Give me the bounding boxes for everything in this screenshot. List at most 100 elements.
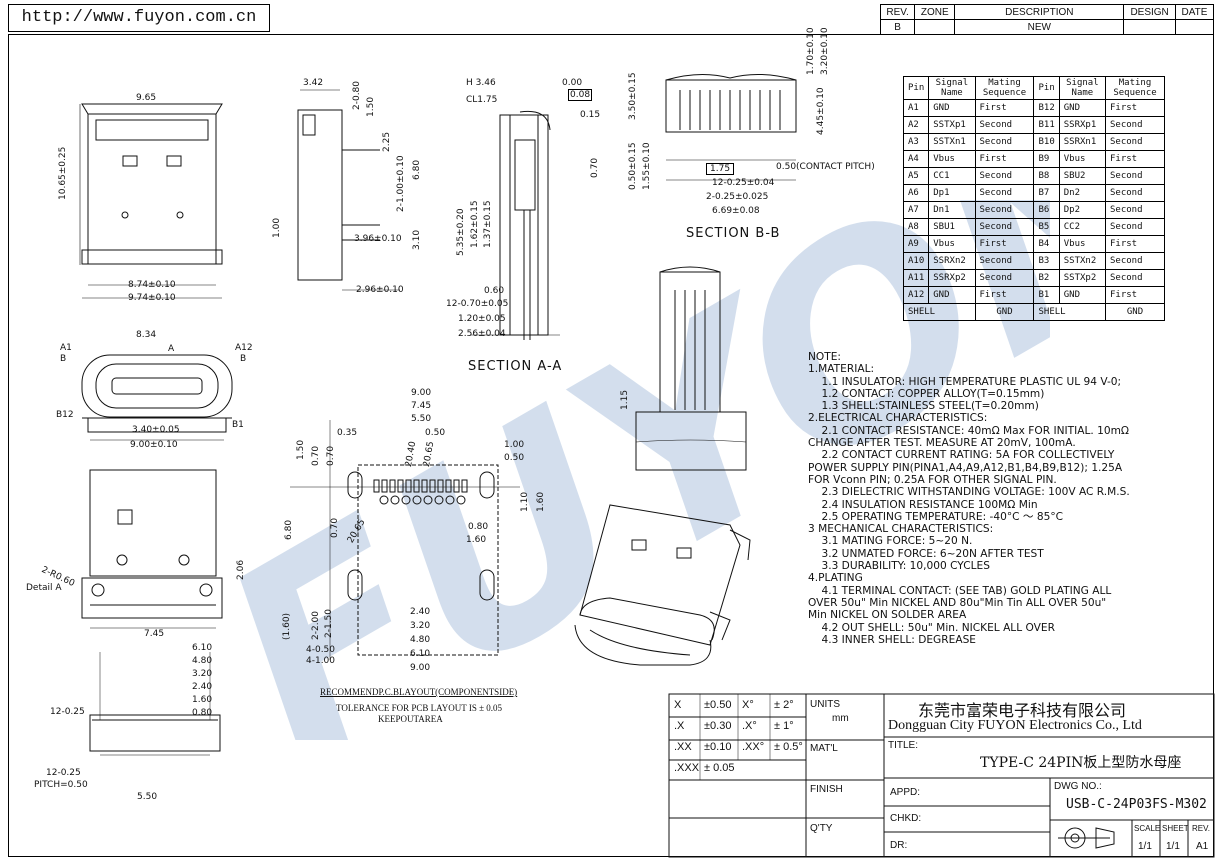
dim-p-4050: 4-0.50 — [306, 645, 336, 655]
dim-bb-445: 4.45±0.10 — [816, 87, 826, 135]
pin-col-header: Pin — [902, 76, 930, 100]
revision-block: REV. ZONE DESCRIPTION DESIGN DATE B NEW — [879, 4, 1215, 35]
dim-side-d3: 2.25 — [382, 131, 392, 152]
dim-side-width: 3.42 — [303, 78, 324, 88]
smt-pad — [413, 479, 420, 493]
dim-front-w1: 8.74±0.10 — [128, 280, 176, 290]
dim-p-320: 3.20 — [410, 621, 431, 631]
dim-m-900: 9.00±0.10 — [130, 440, 178, 450]
vertical-section-view — [635, 266, 747, 471]
smt-pad — [429, 479, 436, 493]
appd-label: APPD: — [890, 787, 921, 798]
dim-side-d5: 6.80 — [412, 159, 422, 180]
title-block-grid — [668, 693, 1215, 858]
dim-side-d8: 1.00 — [272, 217, 282, 238]
dim-p-745: 7.45 — [411, 401, 432, 411]
dim-p-160c: (1.60) — [282, 612, 292, 640]
dim-bb-669: 6.69±0.08 — [712, 206, 760, 216]
dim-p-110: 1.10 — [520, 491, 530, 512]
dim-aa-000: 0.00 — [562, 78, 583, 88]
dim-p-480: 4.80 — [410, 635, 431, 645]
dim-p-150: 1.50 — [296, 439, 306, 460]
dim-bot-206: 2.06 — [236, 559, 246, 580]
dim-s-1225: 12-0.25 — [50, 707, 85, 717]
smt-pad — [461, 479, 468, 493]
dim-p-680: 6.80 — [284, 519, 294, 540]
dim-m-b: B — [60, 354, 67, 364]
note-line: FOR Vconn PIN; 0.25A FOR OTHER SIGNAL PI… — [808, 473, 1057, 486]
note-line: 4.1 TERMINAL CONTACT: (SEE TAB) GOLD PLA… — [808, 584, 1112, 597]
date-value — [1174, 19, 1215, 35]
sheet-label: SHEET — [1162, 824, 1189, 833]
pin-col-header-b: Pin — [1033, 76, 1060, 100]
dim-p-240: 2.40 — [410, 607, 431, 617]
dim-m-b1: B1 — [232, 420, 244, 430]
note-line: 1.2 CONTACT: COPPER ALLOY(T=0.15mm) — [808, 387, 1045, 400]
dim-aa-008: 0.08 — [568, 89, 593, 101]
dim-m-340: 3.40±0.05 — [132, 425, 180, 435]
tolerance-cell: .X — [674, 720, 685, 732]
website-url[interactable]: http://www.fuyon.com.cn — [8, 4, 270, 32]
isometric-view — [574, 504, 751, 666]
dim-s-320: 3.20 — [192, 669, 213, 679]
dim-bb-050: 0.50±0.15 — [628, 142, 638, 190]
note-line: 2.3 DIELECTRIC WITHSTANDING VOLTAGE: 100… — [808, 486, 1130, 499]
matl-label: MAT'L — [810, 743, 838, 754]
dim-aa-137: 1.37±0.15 — [483, 200, 493, 248]
smt-pad — [421, 479, 428, 493]
dim-m-b12: B12 — [56, 410, 74, 420]
tolerance-cell: ±0.10 — [704, 741, 732, 753]
smt-pad — [405, 479, 412, 493]
smt-pad — [445, 479, 452, 493]
note-line: 3.3 DURABILITY: 10,000 CYCLES — [808, 560, 990, 573]
dim-p-900: 9.00 — [411, 388, 432, 398]
through-hole-pad — [401, 495, 411, 505]
dim-side-d6: 3.96±0.10 — [354, 234, 402, 244]
units-value: mm — [832, 713, 849, 724]
through-hole-pad — [379, 495, 389, 505]
dim-m-834: 8.34 — [136, 330, 157, 340]
dim-p-610: 6.10 — [410, 649, 431, 659]
tolerance-cell: ±0.50 — [704, 699, 732, 711]
dim-aa-cl: CL1.75 — [466, 95, 498, 105]
dim-p-160b: 1.60 — [536, 491, 546, 512]
shell-cell: GND — [974, 303, 1035, 321]
qty-label: Q'TY — [810, 823, 833, 834]
dim-side-d7: 2.96±0.10 — [356, 285, 404, 295]
mating-face-view — [81, 354, 233, 441]
dim-p-160: 1.60 — [466, 535, 487, 545]
smt-pad — [381, 479, 388, 493]
dim-aa-070: 0.70 — [590, 157, 600, 178]
note-line: 1.MATERIAL: — [808, 363, 875, 376]
through-hole-pad — [445, 495, 455, 505]
side-view — [297, 89, 400, 291]
tolerance-cell: X° — [742, 699, 754, 711]
dim-bb-2: 2-0.25±0.025 — [706, 192, 769, 202]
dim-side-d9: 3.10 — [412, 229, 422, 250]
title-value: TYPE-C 24PIN板上型防水母座 — [980, 755, 1182, 771]
through-hole-pad — [456, 495, 466, 505]
dim-front-top-width: 9.65 — [136, 93, 157, 103]
dim-aa-256: 2.56±0.04 — [458, 329, 506, 339]
title-label: TITLE: — [888, 740, 919, 751]
rev-label: REV. — [1192, 824, 1210, 833]
dim-p-050b: 0.50 — [504, 453, 525, 463]
scale-value: 1/1 — [1138, 841, 1152, 852]
sheet-value: 1/1 — [1166, 841, 1180, 852]
dim-bb-350: 3.50±0.15 — [628, 72, 638, 120]
dwg-no-label: DWG NO.: — [1054, 781, 1102, 792]
dim-m-a12: A12 — [235, 343, 253, 353]
dim-bb-175: 1.75 — [706, 163, 735, 175]
dim-s-080: 0.80 — [192, 708, 213, 718]
front-view — [79, 103, 223, 299]
section-aa-view — [470, 110, 560, 340]
units-label: UNITS — [810, 699, 840, 710]
footprint-side-view — [89, 652, 221, 756]
note-line: 2.1 CONTACT RESISTANCE: 40mΩ Max FOR INI… — [808, 424, 1130, 437]
dim-s-240: 2.40 — [192, 682, 213, 692]
